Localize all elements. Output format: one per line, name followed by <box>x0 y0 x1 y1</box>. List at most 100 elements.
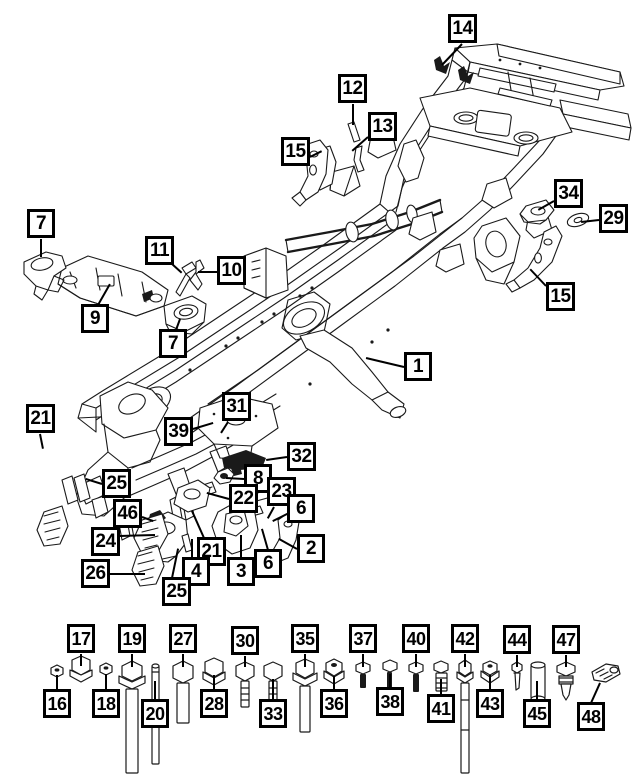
callout-leader-line <box>267 506 275 519</box>
callout-leader-line <box>304 654 306 667</box>
callout-leader-line <box>105 674 107 690</box>
part-crossmember-9 <box>57 255 169 317</box>
callout-39[interactable]: 39 <box>164 417 193 446</box>
callout-21[interactable]: 21 <box>26 404 55 433</box>
callout-16[interactable]: 16 <box>43 689 71 718</box>
callout-31[interactable]: 31 <box>222 392 251 421</box>
callout-20[interactable]: 20 <box>141 699 169 728</box>
callout-leader-line <box>265 456 288 461</box>
callout-leader-line <box>154 681 156 700</box>
callout-6[interactable]: 6 <box>254 549 282 578</box>
callout-6[interactable]: 6 <box>287 494 315 523</box>
callout-19[interactable]: 19 <box>118 624 146 653</box>
callout-47[interactable]: 47 <box>552 625 580 654</box>
callout-36[interactable]: 36 <box>320 689 348 718</box>
callout-leader-line <box>206 492 230 500</box>
callout-leader-line <box>272 513 288 522</box>
callout-leader-line <box>580 219 600 223</box>
callout-leader-line <box>261 528 269 551</box>
callout-38[interactable]: 38 <box>376 687 404 716</box>
callout-leader-line <box>362 654 364 667</box>
callout-30[interactable]: 30 <box>231 626 259 655</box>
callout-1[interactable]: 1 <box>404 352 432 381</box>
callout-46[interactable]: 46 <box>113 499 142 528</box>
callout-27[interactable]: 27 <box>169 624 197 653</box>
callout-24[interactable]: 24 <box>91 527 120 556</box>
callout-18[interactable]: 18 <box>92 689 120 718</box>
callout-9[interactable]: 9 <box>81 304 109 333</box>
callout-leader-line <box>80 654 82 666</box>
callout-25[interactable]: 25 <box>162 577 191 606</box>
callout-28[interactable]: 28 <box>200 689 228 718</box>
callout-leader-line <box>97 283 111 306</box>
callout-leader-line <box>537 200 555 211</box>
callout-44[interactable]: 44 <box>503 625 531 654</box>
callout-leader-line <box>171 548 179 579</box>
callout-7[interactable]: 7 <box>159 329 187 358</box>
callout-leader-line <box>536 681 538 700</box>
callout-leader-line <box>415 654 417 667</box>
callout-15[interactable]: 15 <box>281 137 310 166</box>
callout-33[interactable]: 33 <box>259 699 287 728</box>
callout-leader-line <box>464 654 466 667</box>
callout-34[interactable]: 34 <box>554 179 583 208</box>
callout-leader-line <box>440 679 442 695</box>
callout-leader-line <box>191 539 193 558</box>
callout-17[interactable]: 17 <box>67 624 95 653</box>
callout-leader-line <box>389 674 391 688</box>
callout-leader-line <box>240 535 242 558</box>
callout-leader-line <box>565 655 567 667</box>
callout-leader-line <box>365 357 405 368</box>
callout-7[interactable]: 7 <box>27 209 55 238</box>
callout-13[interactable]: 13 <box>368 112 397 141</box>
callout-leader-line <box>110 573 145 575</box>
part-bracket-31-block <box>173 479 211 513</box>
callout-leader-line <box>272 679 274 700</box>
callout-leader-line <box>352 104 354 125</box>
callout-leader-line <box>192 422 214 430</box>
part-clip-46 <box>148 510 166 524</box>
callout-leader-line <box>351 136 369 152</box>
part-pin-11 <box>175 261 197 297</box>
callout-14[interactable]: 14 <box>448 14 477 43</box>
callout-40[interactable]: 40 <box>402 624 430 653</box>
callout-25[interactable]: 25 <box>102 469 131 498</box>
callout-15[interactable]: 15 <box>546 282 575 311</box>
part-bracket-7-upper <box>23 251 67 301</box>
callout-leader-line <box>141 516 154 522</box>
callout-45[interactable]: 45 <box>523 699 551 728</box>
callout-26[interactable]: 26 <box>81 559 110 588</box>
callout-leader-line <box>309 150 323 158</box>
callout-10[interactable]: 10 <box>217 256 246 285</box>
callout-3[interactable]: 3 <box>227 557 255 586</box>
callout-leader-line <box>220 421 229 434</box>
callout-leader-line <box>56 675 58 690</box>
callout-35[interactable]: 35 <box>291 624 319 653</box>
callout-12[interactable]: 12 <box>338 74 367 103</box>
callout-32[interactable]: 32 <box>287 442 316 471</box>
callout-leader-line <box>131 654 133 667</box>
callout-leader-line <box>333 676 335 690</box>
callout-leader-line <box>191 510 205 539</box>
part-pin-10 <box>189 259 205 291</box>
callout-29[interactable]: 29 <box>599 204 628 233</box>
callout-11[interactable]: 11 <box>145 236 174 265</box>
callout-leader-line <box>198 271 217 273</box>
callout-22[interactable]: 22 <box>229 484 258 513</box>
callout-37[interactable]: 37 <box>349 624 377 653</box>
part-pin-13 <box>353 145 365 173</box>
callout-leader-line <box>119 534 156 537</box>
callout-2[interactable]: 2 <box>297 534 325 563</box>
part-bracket-26 <box>36 505 69 547</box>
callout-leader-line <box>244 656 246 667</box>
callout-43[interactable]: 43 <box>476 689 504 718</box>
callout-48[interactable]: 48 <box>577 702 605 731</box>
callout-leader-line <box>516 655 518 667</box>
callout-leader-line <box>39 433 44 450</box>
callout-leader-line <box>489 675 491 690</box>
callout-41[interactable]: 41 <box>427 694 455 723</box>
callout-42[interactable]: 42 <box>451 624 479 653</box>
callout-leader-line <box>182 654 184 667</box>
